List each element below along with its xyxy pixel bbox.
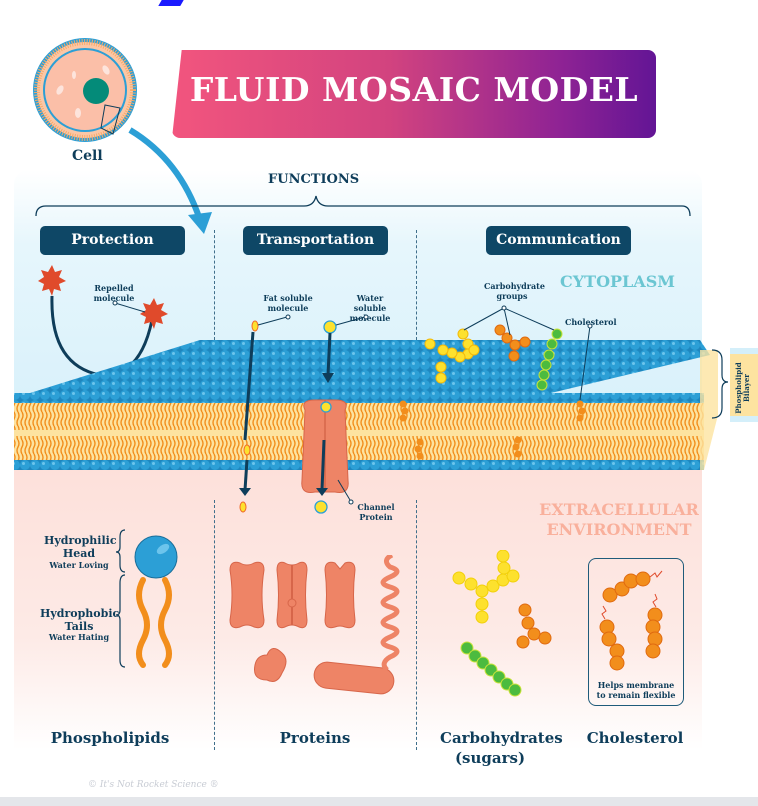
phospholipid-bilayer-illustration [14, 305, 729, 514]
hydrophobic-tails-sublabel: Water Hating [48, 632, 110, 642]
title-banner [172, 50, 656, 138]
bottom-strip [0, 797, 758, 806]
cholesterol-molecules-icon [599, 570, 663, 671]
divider-top-1 [214, 230, 215, 340]
divider-bottom-1 [214, 500, 215, 750]
cholesterol-box [588, 558, 684, 706]
bilayer-label: Phospholipid Bilayer [734, 362, 751, 414]
functions-bracket [35, 195, 691, 217]
channel-protein-label: Channel Protein [357, 502, 395, 522]
carbohydrate-groups-label: Carbohydrate groups [484, 281, 545, 301]
carbohydrates-illustration [452, 550, 552, 697]
cytoplasm-label: CYTOPLASM [560, 272, 675, 291]
credit-text: © It's Not Rocket Science ® [88, 780, 219, 790]
hydrophobic-tails-label: Hydrophobic Tails [40, 607, 120, 633]
section-transportation: Transportation [243, 226, 388, 255]
extracellular-label-line2: ENVIRONMENT [546, 520, 692, 539]
cell-icon [33, 38, 137, 142]
section-communication: Communication [486, 226, 631, 255]
extracellular-background [14, 465, 702, 750]
phospholipid-molecule-icon [115, 529, 178, 668]
water-soluble-label: Water soluble molecule [349, 293, 391, 323]
bilayer-label-band [730, 348, 758, 422]
repelled-molecule-label: Repelled molecule [93, 283, 135, 303]
cholesterol-note: Helps membrane to remain flexible [596, 680, 676, 700]
fat-soluble-label: Fat soluble molecule [263, 293, 313, 313]
section-protection: Protection [40, 226, 185, 255]
divider-top-2 [416, 230, 417, 340]
divider-bottom-2 [416, 500, 417, 750]
cholesterol-annotation: Cholesterol [565, 317, 617, 327]
extracellular-label-line1: EXTRACELLULAR [539, 500, 699, 519]
component-proteins: Proteins [279, 729, 351, 747]
component-cholesterol: Cholesterol [586, 729, 684, 747]
hydrophilic-head-label: Hydrophilic Head [44, 534, 117, 560]
cell-label: Cell [72, 148, 103, 164]
partial-blue-shape [158, 0, 184, 6]
functions-heading: FUNCTIONS [268, 172, 360, 187]
component-phospholipids: Phospholipids [50, 729, 170, 747]
component-carbohydrates: Carbohydrates (sugars) [440, 729, 563, 767]
zoom-arrow-icon [128, 127, 212, 234]
page-title: FLUID MOSAIC MODEL [189, 70, 639, 109]
proteins-illustration [229, 555, 400, 695]
hydrophilic-head-sublabel: Water Loving [49, 560, 109, 570]
